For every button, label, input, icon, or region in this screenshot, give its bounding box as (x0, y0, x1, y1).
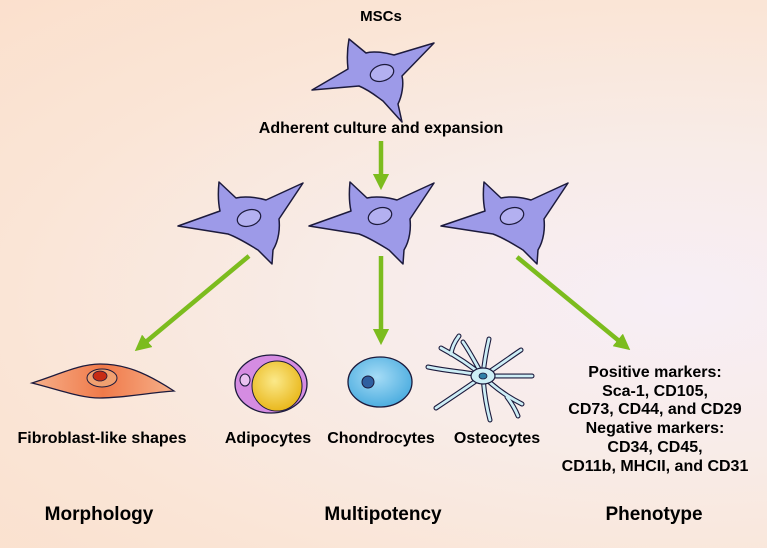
fibroblast-cell (29, 363, 176, 399)
negative-markers-heading: Negative markers: (585, 420, 725, 438)
msc-cell-top (311, 38, 435, 123)
fibroblast-label: Fibroblast-like shapes (17, 430, 187, 447)
chondrocytes-label: Chondrocytes (327, 430, 435, 447)
category-phenotype: Phenotype (605, 504, 703, 525)
osteocytes-label: Osteocytes (453, 430, 541, 447)
msc-cell-right (440, 181, 569, 265)
positive-markers-line: CD73, CD44, and CD29 (568, 401, 742, 419)
adipocytes-label: Adipocytes (224, 430, 312, 447)
adipocyte-cell (234, 354, 308, 414)
diagram-title: MSCs (360, 8, 402, 25)
negative-markers-line: CD11b, MHCII, and CD31 (561, 457, 749, 475)
chondrocyte-cell (347, 356, 413, 408)
category-morphology: Morphology (44, 504, 154, 525)
arrow-to-morphology (134, 254, 251, 352)
osteocyte-cell (425, 333, 535, 423)
msc-cell-left (177, 181, 304, 265)
arrow-to-phenotype (515, 255, 631, 351)
category-multipotency: Multipotency (324, 504, 442, 525)
positive-markers-line: Sca-1, CD105, (602, 382, 708, 400)
positive-markers-heading: Positive markers: (588, 364, 722, 381)
negative-markers-line: CD34, CD45, (607, 438, 703, 456)
expansion-step-label: Adherent culture and expansion (258, 120, 504, 137)
msc-cell-middle (308, 181, 435, 265)
phenotype-markers: Positive markers: Sca-1, CD105, CD73, CD… (562, 364, 749, 476)
